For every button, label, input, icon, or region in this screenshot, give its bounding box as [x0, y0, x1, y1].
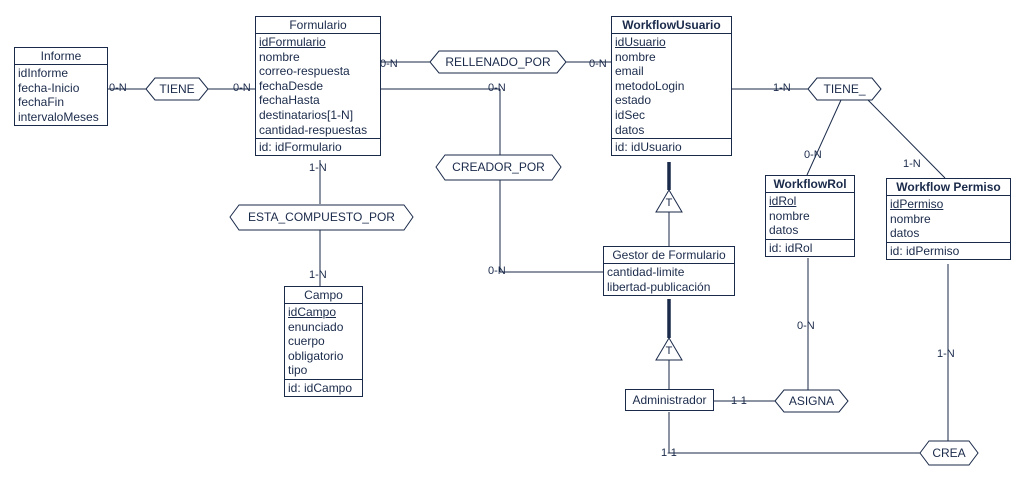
attribute: cantidad-limite	[607, 265, 685, 279]
rel-tiene_: TIENE_	[823, 82, 866, 96]
entity-identifier: id: idFormulario	[256, 138, 380, 155]
entity-title: Gestor de Formulario	[604, 247, 734, 264]
rel-shape-compuesto	[229, 204, 414, 231]
attribute: nombre	[890, 211, 931, 226]
attribute: fechaHasta	[259, 93, 320, 108]
rel-esta-compuesto-por: ESTA_COMPUESTO_POR	[248, 210, 395, 224]
entity-title: WorkflowUsuario	[612, 17, 731, 34]
card-rol-tiene_: 0-N	[804, 149, 822, 161]
rel-tiene: TIENE	[159, 82, 195, 96]
attribute: libertad-publicación	[607, 279, 711, 294]
entity-title: WorkflowRol	[766, 176, 854, 193]
entity-workflow-permiso[interactable]: Workflow Permiso idPermiso nombre datos …	[886, 178, 1011, 260]
attribute: destinatarios[1-N]	[259, 107, 354, 122]
rel-creador-por: CREADOR_POR	[452, 160, 545, 174]
attribute: fecha-Inicio	[18, 80, 80, 95]
attribute: fechaFin	[18, 95, 65, 110]
entity-identifier: id: idUsuario	[612, 138, 731, 155]
attribute: intervaloMeses	[18, 109, 99, 124]
entity-workflow-rol[interactable]: WorkflowRol idRol nombre datos id: idRol	[765, 175, 855, 257]
attribute: datos	[615, 122, 645, 137]
rel-shape-asigna	[774, 389, 849, 413]
card-campo-compuesto: 1-N	[309, 269, 327, 281]
rel-shape-crea	[919, 440, 979, 466]
card-informe-tiene: 0-N	[109, 82, 127, 94]
rel-asigna: ASIGNA	[788, 394, 835, 408]
entity-gestor-formulario[interactable]: Gestor de Formulario cantidad-limite lib…	[603, 246, 735, 297]
entity-informe[interactable]: Informe idInforme fecha-Inicio fechaFin …	[14, 47, 108, 127]
attribute: nombre	[769, 208, 810, 223]
card-formulario-creador: 0-N	[488, 82, 506, 94]
attribute: datos	[769, 223, 799, 238]
attribute: obligatorio	[288, 348, 344, 363]
line-tiene_-permiso	[867, 99, 946, 179]
rel-shape-rellenado	[429, 50, 567, 74]
attribute: datos	[890, 226, 920, 241]
rel-rellenado-por: RELLENADO_POR	[445, 55, 551, 69]
card-permiso-crea: 1-N	[937, 348, 955, 360]
entity-title: Administrador	[632, 393, 707, 407]
attribute-primary-key: idCampo	[288, 305, 337, 319]
entity-administrador[interactable]: Administrador	[625, 389, 714, 411]
entity-title: Formulario	[256, 17, 380, 34]
card-formulario-rellenado: 0-N	[380, 58, 398, 70]
card-usuario-tiene_: 1-N	[773, 82, 791, 94]
attribute: idSec	[615, 107, 646, 122]
entity-title: Informe	[15, 48, 107, 65]
isa-label-1: T	[665, 197, 673, 209]
isa-label-2: T	[665, 345, 673, 357]
line-tiene_-rol	[806, 99, 842, 176]
card-permiso-tiene_: 1-N	[903, 158, 921, 170]
card-admin-asigna: 1-1	[731, 395, 747, 407]
attribute: metodoLogin	[615, 78, 685, 93]
entity-workflow-usuario[interactable]: WorkflowUsuario idUsuario nombre email m…	[611, 16, 732, 157]
rel-shape-creador	[435, 154, 562, 181]
entity-campo[interactable]: Campo idCampo enunciado cuerpo obligator…	[284, 286, 363, 397]
attribute-primary-key: idRol	[769, 194, 797, 208]
attribute-primary-key: idFormulario	[259, 35, 326, 49]
attribute: enunciado	[288, 319, 344, 334]
attribute: nombre	[615, 49, 656, 64]
attribute: cuerpo	[288, 334, 325, 349]
rel-crea: CREA	[932, 446, 966, 460]
rel-shape-tiene_	[807, 77, 882, 101]
attribute-primary-key: idUsuario	[615, 35, 666, 49]
attribute: tipo	[288, 363, 308, 378]
attribute-id: idInforme	[18, 66, 69, 80]
card-admin-crea: 1-1	[661, 447, 677, 459]
rel-shape-tiene	[145, 77, 209, 101]
attribute: correo-respuesta	[259, 64, 350, 79]
card-formulario-compuesto: 1-N	[309, 162, 327, 174]
attribute-primary-key: idPermiso	[890, 197, 944, 211]
card-usuario-rellenado: 0-N	[589, 58, 607, 70]
isa-triangle-2	[655, 337, 683, 361]
entity-formulario[interactable]: Formulario idFormulario nombre correo-re…	[255, 16, 381, 157]
card-gestor-creador: 0-N	[488, 265, 506, 277]
entity-identifier: id: idRol	[766, 238, 854, 256]
attribute: estado	[615, 93, 652, 108]
entity-identifier: id: idPermiso	[887, 241, 1010, 259]
card-rol-asigna: 0-N	[797, 320, 815, 332]
entity-title: Workflow Permiso	[887, 179, 1010, 196]
attribute: email	[615, 64, 644, 79]
attribute: cantidad-respuestas	[259, 122, 368, 137]
attribute: fechaDesde	[259, 78, 324, 93]
entity-identifier: id: idCampo	[285, 378, 362, 396]
isa-triangle-1	[655, 189, 683, 213]
card-formulario-tiene: 0-N	[233, 82, 251, 94]
attribute: nombre	[259, 49, 300, 64]
entity-title: Campo	[285, 287, 362, 304]
